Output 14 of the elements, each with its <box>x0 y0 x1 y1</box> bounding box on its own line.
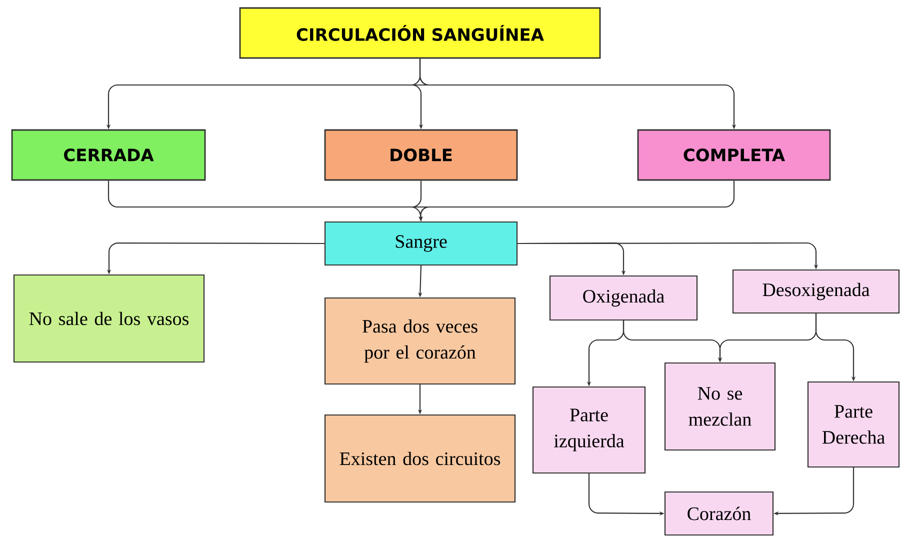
concept-box: Parte izquierda <box>532 386 646 474</box>
category-box: CERRADA <box>11 129 206 181</box>
concept-box: No sale de los vasos <box>13 274 205 363</box>
category-box: DOBLE <box>324 129 518 181</box>
concept-box: No se mezclan <box>664 362 776 451</box>
concept-box: Parte Derecha <box>807 381 900 468</box>
concept-box: Corazón <box>664 491 774 536</box>
concept-box: Desoxigenada <box>732 269 900 314</box>
concept-box: Oxigenada <box>549 275 698 321</box>
title-box: CIRCULACIÓN SANGUÍNEA <box>239 7 601 59</box>
category-box: COMPLETA <box>637 129 831 181</box>
concept-box: Existen dos circuitos <box>324 414 516 503</box>
concept-box: Pasa dos veces por el corazón <box>324 297 516 385</box>
concept-box: Sangre <box>324 221 518 266</box>
